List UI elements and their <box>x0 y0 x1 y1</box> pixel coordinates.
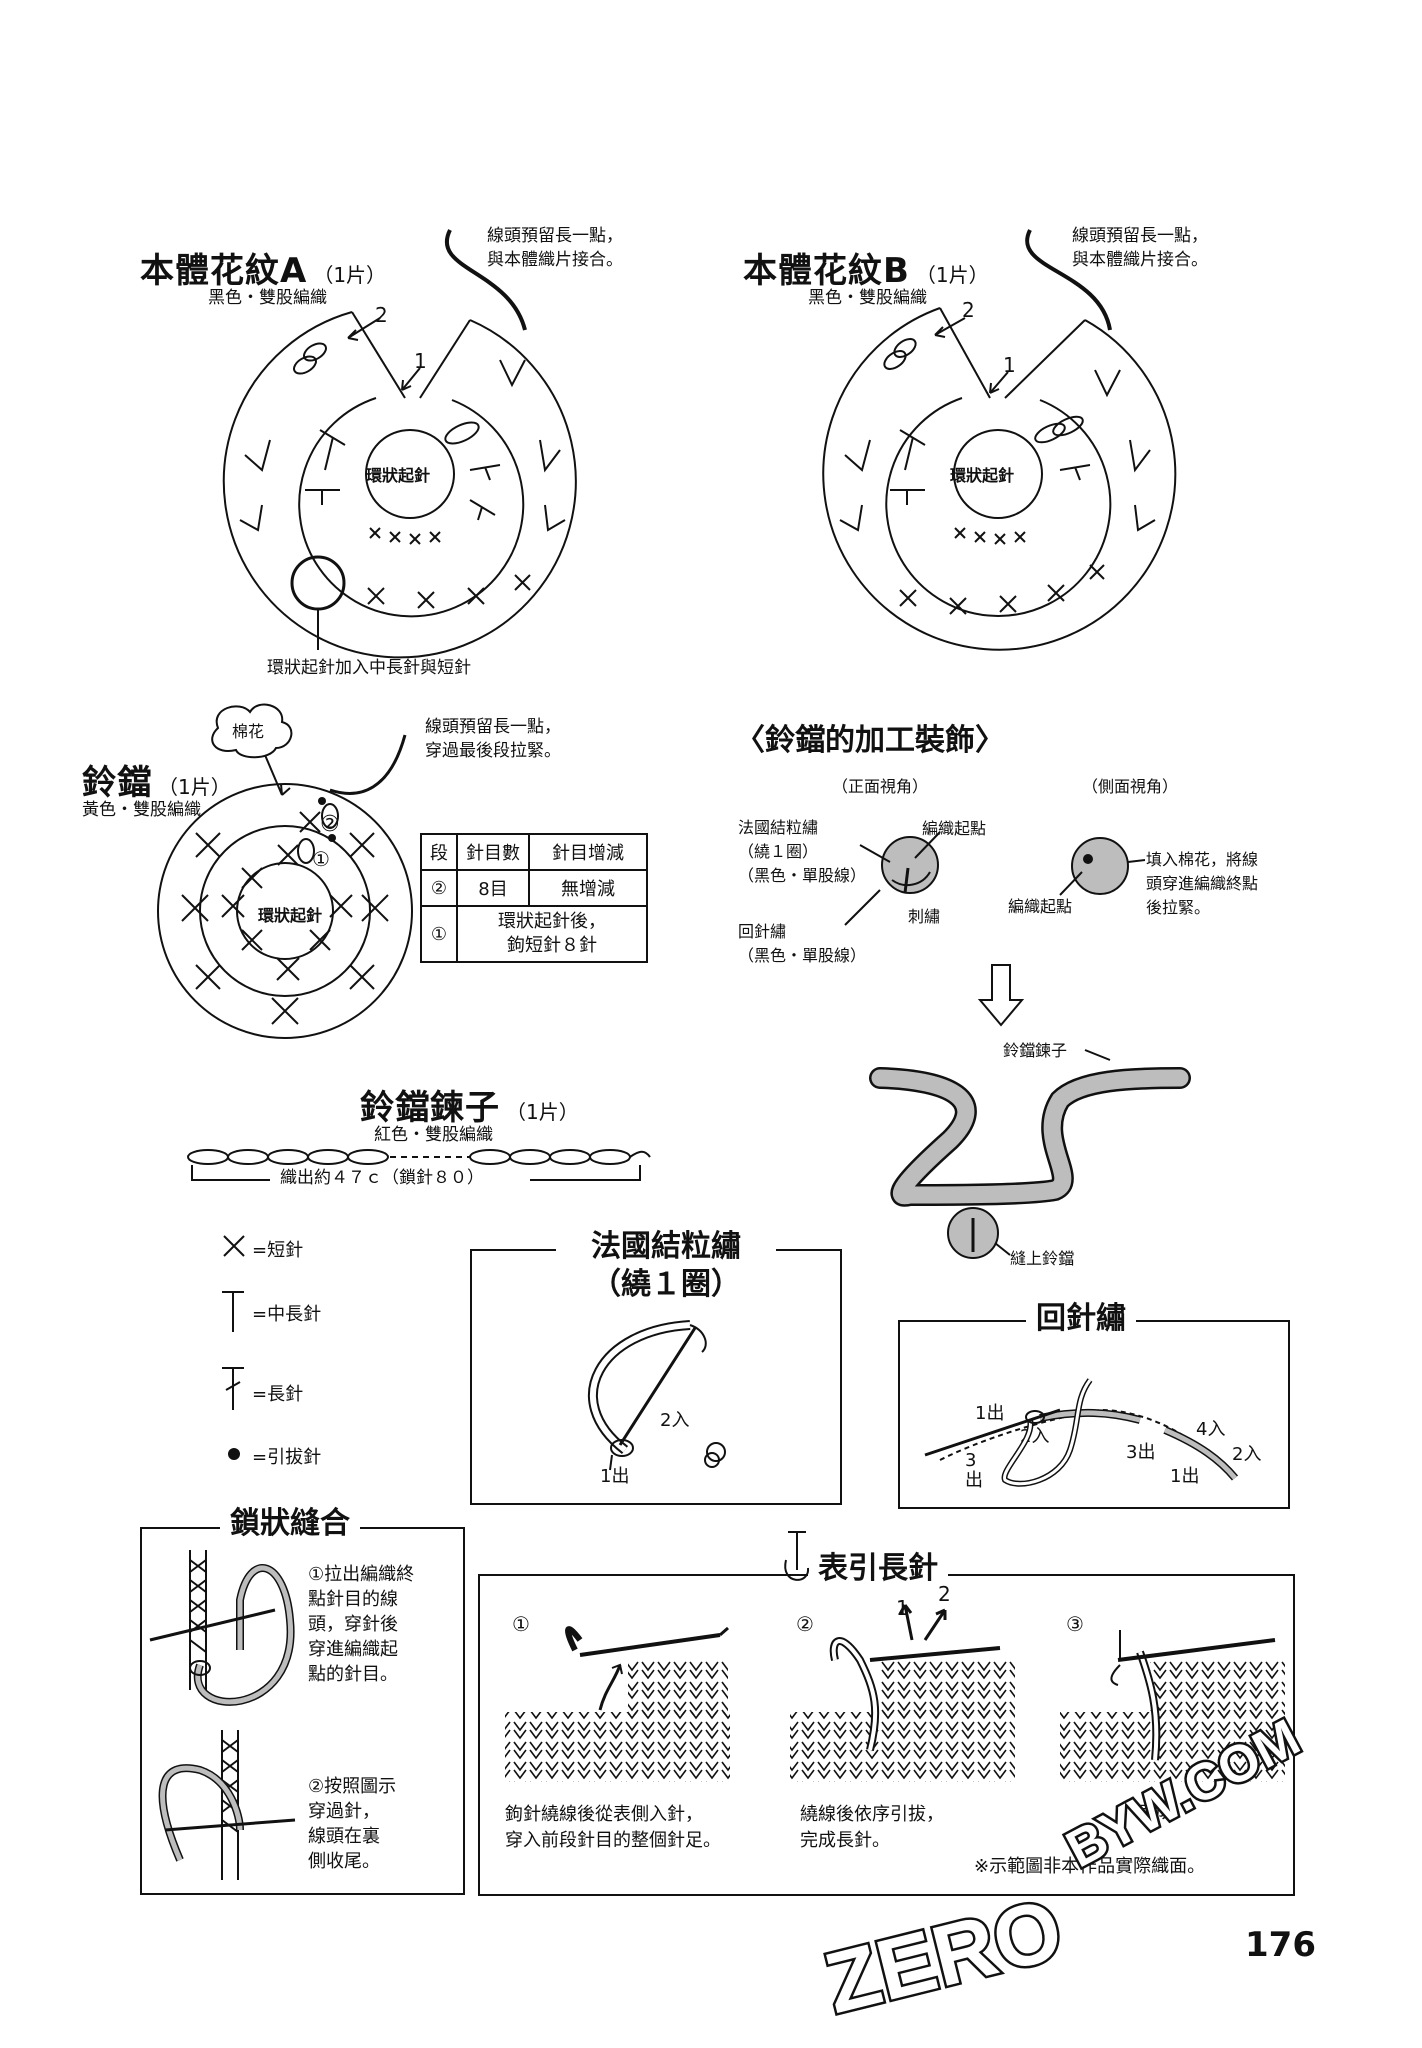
bell-round-1-label: ① <box>312 847 330 871</box>
post-footnote: ※示範圖非本作品實際織面。 <box>974 1856 1206 1877</box>
post-step2-num: ② <box>796 1612 814 1636</box>
pattern-a-callout: 環狀起針加入中長針與短針 <box>267 658 471 678</box>
table-header: 段 <box>420 833 458 871</box>
backstitch-box-title: 回針繡 <box>1026 1300 1136 1338</box>
bell-center-label: 環狀起針 <box>258 906 323 925</box>
french-knot-out-label: 1出 <box>600 1466 630 1487</box>
post-step1-num: ① <box>512 1612 530 1636</box>
table-cell: 8目 <box>456 869 530 907</box>
chain-join-step1: ①拉出編織終點針目的線頭，穿針後穿進編織起點的針目。 <box>308 1564 415 1685</box>
table-cell: ② <box>420 869 458 907</box>
bell-round-2-label: ② <box>320 812 340 837</box>
table-cell: ① <box>420 905 458 963</box>
post-stitch-box-title: 表引長針 <box>808 1550 948 1588</box>
side-note: 填入棉花，將線頭穿進編織終點後拉緊。 <box>1146 850 1259 917</box>
bell-cotton-label: 棉花 <box>232 722 265 741</box>
pattern-b-arrow-2-label: 2 <box>962 298 975 322</box>
pattern-b-subtitle: 黑色・雙股編織 <box>808 288 927 308</box>
table-header: 針目增減 <box>528 833 648 871</box>
legend-hdc: =中長針 <box>252 1304 322 1325</box>
post-caption1: 鉤針繞線後從表側入針，穿入前段針目的整個針足。 <box>505 1804 721 1851</box>
backstitch-label: 回針繡（黑色・單股線） <box>738 922 867 965</box>
bs-out-1: 1出 <box>975 1403 1005 1424</box>
bs-in-4: 4入 <box>1196 1419 1226 1440</box>
french-knot-box-title: 法國結粒繡 （繞１圈） <box>556 1228 776 1304</box>
side-start-label: 編織起點 <box>1008 897 1073 916</box>
pattern-b-arrow-1-label: 1 <box>1003 353 1016 377</box>
bs-out-3c: 3出 <box>1126 1442 1156 1463</box>
side-view-label: （側面視角） <box>1082 777 1179 796</box>
sew-bell-label: 縫上鈴鐺 <box>1010 1249 1075 1268</box>
decoration-title: 〈鈴鐺的加工裝飾〉 <box>735 723 1005 758</box>
bs-in-2b: 2入 <box>1232 1444 1262 1465</box>
bell-stitch-table: 段 針目數 針目增減 ② 8目 無增減 ① 環狀起針後，鉤短針８針 <box>420 833 648 963</box>
post-caption3: 完成 <box>1137 1802 1173 1823</box>
table-cell: 無增減 <box>528 869 648 907</box>
pattern-a-tail-note: 線頭預留長一點，與本體織片接合。 <box>487 226 623 270</box>
post-step3-num: ③ <box>1066 1612 1084 1636</box>
pattern-a-arrow-2-label: 2 <box>375 303 388 327</box>
pattern-a-center-label: 環狀起針 <box>366 466 431 485</box>
french-knot-in-label: 2入 <box>660 1410 690 1431</box>
chain-subtitle: 紅色・雙股編織 <box>374 1125 493 1145</box>
chain-title: 鈴鐺鍊子（1片） <box>360 1088 579 1128</box>
pattern-a-title: 本體花紋A（1片） <box>140 251 387 291</box>
french-knot-label: 法國結粒繡（繞１圈）（黑色・單股線） <box>738 818 867 885</box>
chain-join-step2: ②按照圖示穿過針，線頭在裏側收尾。 <box>308 1776 397 1872</box>
pattern-a-arrow-1-label: 1 <box>414 349 427 373</box>
bell-title: 鈴鐺（1片） <box>82 763 231 803</box>
embroider-label: 刺繡 <box>908 907 941 926</box>
legend-slip: =引拔針 <box>252 1447 322 1468</box>
pattern-a-subtitle: 黑色・雙股編織 <box>208 288 327 308</box>
chain-join-box-title: 鎖狀縫合 <box>220 1505 360 1543</box>
slip-stitch-symbol-icon <box>228 1448 240 1460</box>
sc-symbol-icon <box>223 1235 245 1257</box>
hdc-symbol-icon <box>222 1291 244 1332</box>
table-cell: 環狀起針後，鉤短針８針 <box>456 905 648 963</box>
pattern-b-tail-note: 線頭預留長一點，與本體織片接合。 <box>1072 226 1208 270</box>
front-view-label: （正面視角） <box>832 777 929 796</box>
chain-length-label: 織出約４７ｃ（鎖針８０） <box>280 1168 484 1188</box>
bell-tail-note: 線頭預留長一點，穿過最後段拉緊。 <box>425 717 561 761</box>
bs-out-3b: 出 <box>965 1470 983 1491</box>
legend-dc: =長針 <box>252 1384 304 1405</box>
table-header: 針目數 <box>456 833 530 871</box>
bs-out-1b: 1出 <box>1170 1466 1200 1487</box>
bs-out-3a: 3 <box>965 1450 977 1471</box>
pattern-b-center-label: 環狀起針 <box>950 466 1015 485</box>
bell-subtitle: 黃色・雙股編織 <box>82 800 201 820</box>
post-caption2: 繞線後依序引拔，完成長針。 <box>800 1804 944 1851</box>
chain-label: 鈴鐺鍊子 <box>1003 1041 1068 1060</box>
pattern-b-title: 本體花紋B（1片） <box>743 251 989 291</box>
post-arrow-2-label: 2 <box>938 1582 951 1606</box>
dc-symbol-icon <box>222 1367 244 1410</box>
legend-sc: =短針 <box>252 1240 304 1261</box>
page-number: 176 <box>1245 1925 1316 1965</box>
